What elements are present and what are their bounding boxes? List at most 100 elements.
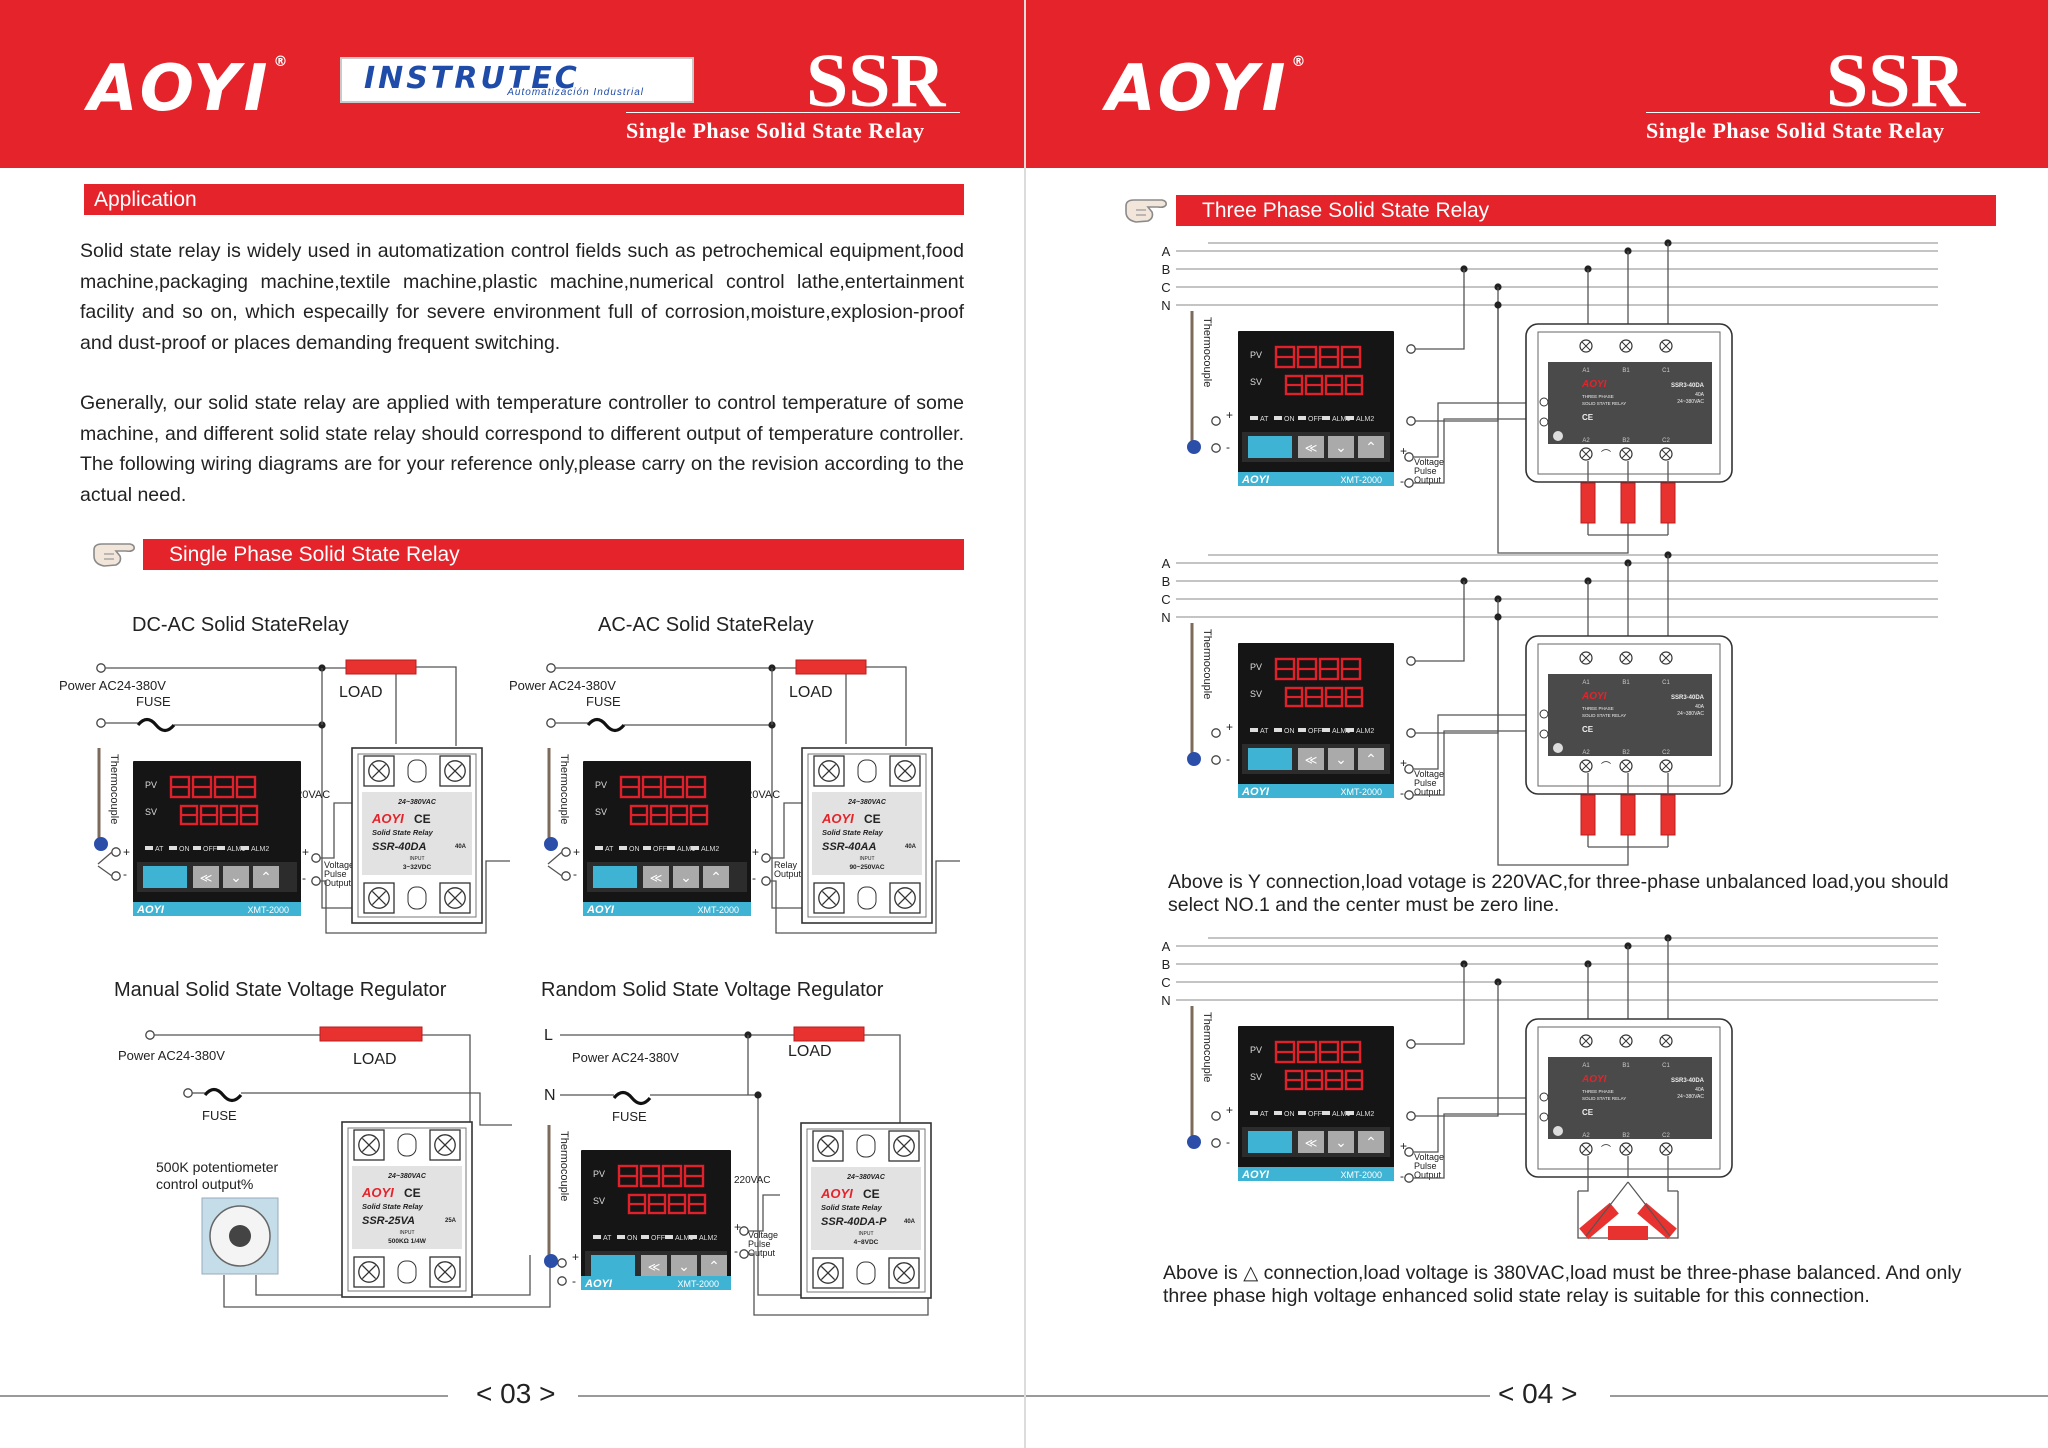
screw-slot [447,890,463,906]
status-led [641,1235,649,1239]
ssr3-screw-slot [1621,341,1631,351]
output-label: Voltage [324,860,354,870]
arrow-key [671,1255,697,1277]
footer-rule-right [578,1395,1024,1397]
ce-mark: CE [863,1187,880,1201]
controller-brand: AOYI [136,904,165,916]
status-led-label: ON [1284,416,1295,423]
ssr-type-label: Solid State Relay [362,1202,424,1211]
fuse-symbol [586,717,626,733]
ssr3-input-ring [1539,729,1549,739]
thermocouple-label: Thermocouple [558,1131,570,1201]
status-led-label: ALM1 [1332,728,1350,735]
down-key-glyph: ⌄ [680,869,692,885]
terminal-ring [561,847,571,857]
ssr3-input-ring [1539,397,1549,407]
load-label: LOAD [339,684,383,701]
potentiometer-label: 500K potentiometer [156,1159,279,1175]
set-key [593,866,637,888]
fuse-label: FUSE [136,694,171,709]
terminal-ring [1211,416,1221,426]
controller-nameplate [583,902,751,916]
controller-brand: AOYI [586,904,615,916]
arrow-key [1328,436,1354,458]
diagram-title-manual-regulator: Manual Solid State Voltage Regulator [114,979,447,1001]
controller-nameplate [1238,784,1394,798]
phase-label: C [1161,592,1170,607]
load-resistor [345,659,417,675]
probe-head [1187,1135,1201,1149]
screw-slot [371,890,387,906]
ssr3-bottom-terminal: A2 [1582,1133,1590,1139]
aoyi-logo: AOYI® [1106,52,1310,126]
down-key-glyph: ⌄ [1335,1134,1347,1150]
terminal-ring [1211,728,1221,738]
output-label: Pulse [1414,1161,1437,1171]
load-resistor [1579,1202,1619,1240]
application-paragraph-1: Solid state relay is widely used in auto… [80,240,964,354]
ssr3-led [1553,1126,1563,1136]
wire [1415,982,1499,1117]
minus-sign: - [572,1274,576,1288]
arrow-key [673,866,699,888]
probe-head [544,1254,558,1268]
diagram-title-ac-ac: AC-AC Solid StateRelay [598,614,814,636]
phase-label: N [1161,610,1170,625]
arrow-key [703,866,729,888]
phase-label: B [1162,957,1171,972]
pot-knob [229,1225,251,1247]
sv-label: SV [1250,689,1262,699]
aoyi-logo: AOYI® [88,52,292,126]
plus-sign: + [123,845,130,859]
ssr-model: SSR-40DA [372,841,426,853]
phase-label: A [1162,244,1171,259]
arrow-key [1298,436,1324,458]
status-led-label: OFF [1308,416,1322,423]
screw-terminal [812,1130,844,1162]
thermocouple-label: Thermocouple [108,754,120,824]
probe-head [1187,752,1201,766]
ssr3-ce-mark: CE [1582,725,1594,734]
sv-label: SV [145,807,157,817]
status-led [593,1235,601,1239]
ssr3-top-terminal: A1 [1582,680,1590,686]
arrow-key [1298,748,1324,770]
status-led [617,1235,625,1239]
seven-segment-display [179,804,259,826]
ssr-brand: AOYI [361,1185,394,1200]
ssr-input-range: 90~250VAC [849,864,884,871]
seven-segment-display [169,775,257,799]
seven-segment-display [619,775,707,799]
output-label: Pulse [1414,778,1437,788]
terminal-ring [1406,1039,1416,1049]
load-label: LOAD [788,1043,832,1060]
load-resistor [1637,1202,1677,1240]
wire [1415,287,1499,422]
output-label: Relay [774,860,798,870]
set-key [143,866,187,888]
terminal-ring [739,1226,749,1236]
set-key [1248,1131,1292,1153]
ssr3-label-plate [1548,1057,1712,1139]
mount-slot [857,886,877,910]
seven-segment-display [1284,374,1364,396]
ssr3-voltage: 24~380VAC [1677,1094,1704,1100]
thermocouple-probe: Thermocouple [94,748,120,851]
seven-segment-display [627,1193,707,1215]
screw-terminal [429,1256,461,1288]
fuse-label: FUSE [586,694,621,709]
wire [770,860,960,934]
up-key-glyph: ⌃ [1365,1134,1377,1150]
status-led-label: ALM2 [1356,728,1374,735]
pv-label: PV [595,780,607,790]
ssr-input-label: INPUT [859,1231,874,1237]
fuse-label: FUSE [202,1108,237,1123]
status-led-label: AT [155,846,164,853]
terminal-ring [546,663,556,673]
mount-slot [397,1133,417,1157]
probe-head [1187,440,1201,454]
screw-slot [821,890,837,906]
minus-sign: - [1226,440,1230,454]
